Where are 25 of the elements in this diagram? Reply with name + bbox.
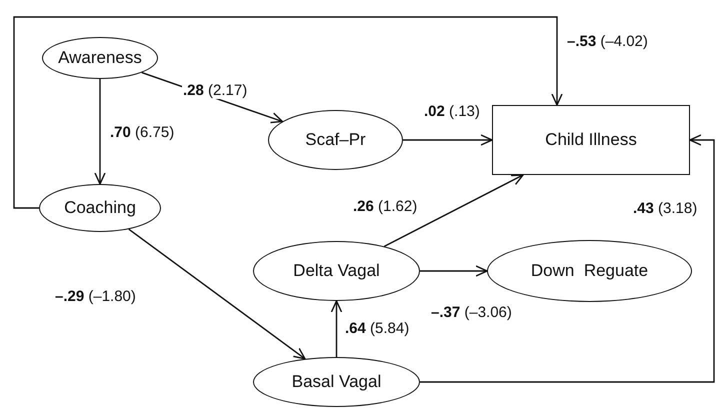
edge-label: .43 (3.18) [632,200,698,217]
edge-label: –.53 (–4.02) [566,33,649,50]
node-label: Child Illness [545,130,637,150]
edge-label: –.37 (–3.06) [430,304,513,321]
edge-label: .02 (.13) [423,103,481,120]
arrow [128,228,306,360]
edge-label: –.29 (–1.80) [54,288,137,305]
outcome-box [492,105,690,175]
edge-label: .26 (1.62) [352,198,418,215]
arrow [384,174,524,248]
node-label: Delta Vagal [293,261,380,281]
node-label: Awareness [58,48,142,68]
arrow [403,134,493,146]
edge-label: .64 (5.84) [344,320,410,337]
node-label: Basal Vagal [292,372,382,392]
edge-label: .70 (6.75) [109,124,176,141]
arrow [94,79,106,185]
arrow [13,16,563,209]
arrow [330,300,342,357]
arrow [420,134,715,383]
node-label: Down Reguate [530,261,648,281]
node-label: Scaf–Pr [305,130,366,150]
edge-label: .28 (2.17) [182,82,248,99]
arrow [420,265,488,277]
node-label: Coaching [64,198,136,218]
